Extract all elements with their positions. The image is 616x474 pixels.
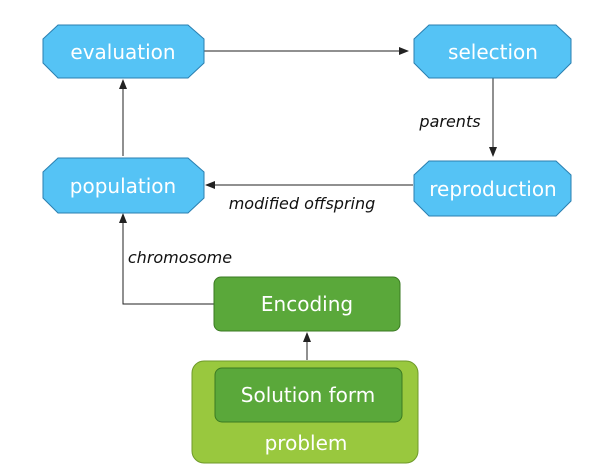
node-population: population: [42, 157, 205, 214]
node-encoding-label: Encoding: [261, 292, 353, 316]
node-encoding: Encoding: [213, 276, 401, 332]
node-solution-form: Solution form: [214, 367, 403, 423]
node-problem-label: problem: [265, 431, 348, 455]
edge-label-modified-offspring: modified offspring: [229, 194, 376, 213]
node-reproduction: reproduction: [413, 160, 572, 217]
node-evaluation-label: evaluation: [70, 40, 175, 64]
node-selection: selection: [413, 24, 572, 79]
node-solution-form-label: Solution form: [241, 383, 375, 407]
node-selection-label: selection: [448, 40, 538, 64]
node-population-label: population: [70, 174, 176, 198]
node-evaluation: evaluation: [42, 24, 205, 79]
node-reproduction-label: reproduction: [429, 177, 556, 201]
node-problem: Solution form problem: [191, 360, 419, 464]
arrow-encoding-to-population: [119, 213, 214, 305]
edge-label-chromosome: chromosome: [128, 248, 232, 267]
edge-label-parents: parents: [418, 112, 480, 131]
